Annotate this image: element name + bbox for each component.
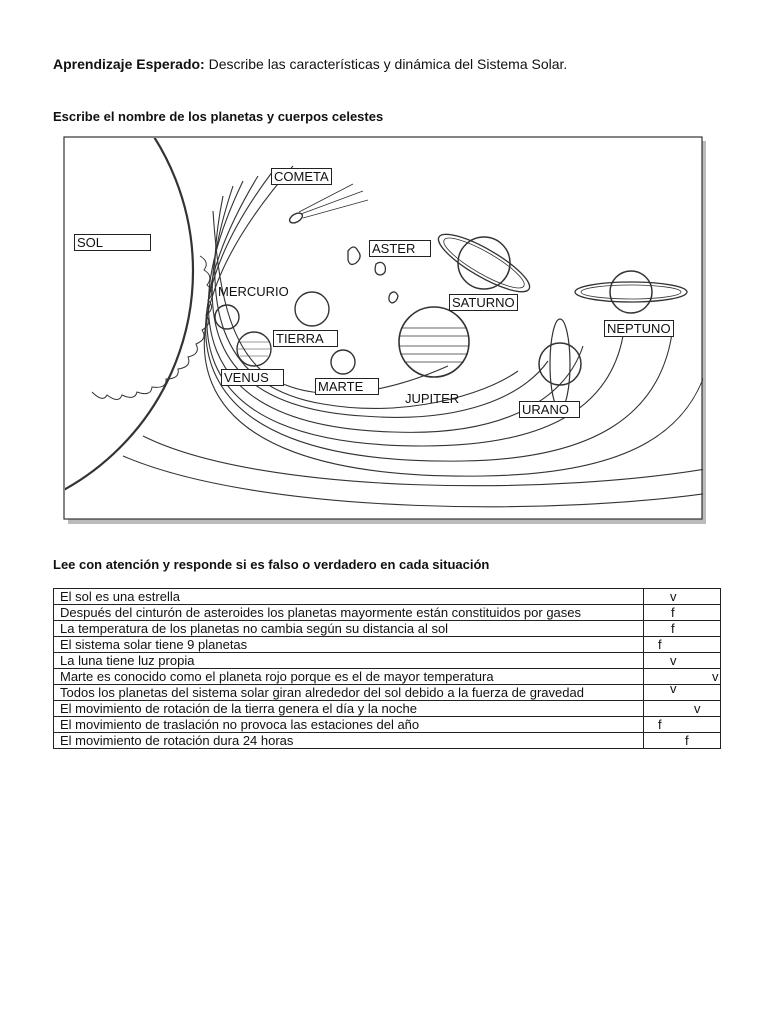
label-urano: URANO (519, 401, 580, 418)
comet-head (288, 212, 304, 224)
jupiter (398, 306, 470, 378)
answer-mark: f (658, 717, 662, 732)
comet-tail (298, 183, 369, 219)
table-row: El sol es una estrella v (53, 588, 721, 605)
label-saturno: SATURNO (449, 294, 518, 311)
earth (294, 291, 330, 327)
answer-cell: v (643, 700, 721, 717)
orbit-9 (122, 455, 703, 508)
orbit-6 (205, 170, 674, 462)
table-row: El movimiento de traslación no provoca l… (53, 716, 721, 733)
saturn-ring (437, 233, 531, 293)
statement-text: El sistema solar tiene 9 planetas (53, 636, 644, 653)
answer-cell: v (643, 668, 721, 685)
table-row: La luna tiene luz propia v (53, 652, 721, 669)
label-aster: ASTER (369, 240, 431, 257)
table-row: El sistema solar tiene 9 planetas f (53, 636, 721, 653)
asteroid-1 (347, 246, 361, 266)
answer-mark: f (658, 637, 662, 652)
answer-mark: v (670, 653, 677, 668)
answer-mark: v (670, 589, 677, 604)
asteroid-3 (388, 291, 399, 304)
uranus (538, 342, 582, 386)
table-row: Después del cinturón de asteroides los p… (53, 604, 721, 621)
answer-mark: v (712, 669, 719, 684)
answer-cell: v (643, 681, 721, 701)
statement-text: El sol es una estrella (53, 588, 644, 605)
label-neptuno: NEPTUNO (604, 320, 674, 337)
section-title-planets: Escribe el nombre de los planetas y cuer… (53, 109, 384, 124)
statement-text: Todos los planetas del sistema solar gir… (53, 684, 644, 701)
answer-mark: f (685, 733, 689, 748)
solar-system-diagram (63, 136, 706, 524)
answer-cell: f (643, 732, 721, 749)
answer-mark: f (671, 605, 675, 620)
table-row: El movimiento de rotación dura 24 horas … (53, 732, 721, 749)
label-jupiter: JUPITER (405, 391, 460, 406)
mars (330, 349, 356, 375)
answer-cell: v (643, 652, 721, 669)
answer-mark: f (671, 621, 675, 636)
orbit-4 (208, 180, 584, 433)
label-marte: MARTE (315, 378, 379, 395)
answer-cell: f (643, 636, 721, 653)
table-row: El movimiento de rotación de la tierra g… (53, 700, 721, 717)
orbit-8 (142, 435, 703, 487)
answer-cell: f (643, 716, 721, 733)
true-false-table: El sol es una estrella v Después del cin… (53, 588, 721, 749)
orbit-7 (203, 165, 703, 477)
answer-mark: v (694, 701, 701, 716)
answer-mark: v (670, 681, 677, 696)
label-sol: SOL (74, 234, 151, 251)
table-row: Marte es conocido como el planeta rojo p… (53, 668, 721, 685)
label-mercurio: MERCURIO (218, 284, 289, 299)
expected-learning-label: Aprendizaje Esperado: (53, 56, 205, 72)
statement-text: Después del cinturón de asteroides los p… (53, 604, 644, 621)
venus (236, 331, 272, 367)
section-title-true-false: Lee con atención y responde si es falso … (53, 557, 490, 572)
statement-text: El movimiento de traslación no provoca l… (53, 716, 644, 733)
orbit-5 (206, 175, 624, 447)
statement-text: El movimiento de rotación dura 24 horas (53, 732, 644, 749)
neptune (609, 270, 653, 314)
table-row: La temperatura de los planetas no cambia… (53, 620, 721, 637)
neptune-ring (574, 281, 688, 303)
table-row: Todos los planetas del sistema solar gir… (53, 681, 721, 701)
expected-learning: Aprendizaje Esperado: Describe las carac… (53, 56, 567, 72)
label-cometa: COMETA (271, 168, 332, 185)
answer-cell: f (643, 620, 721, 637)
expected-learning-text: Describe las características y dinámica … (208, 56, 568, 72)
answer-cell: v (643, 588, 721, 605)
mercury (214, 304, 240, 330)
answer-cell: f (643, 604, 721, 621)
statement-text: El movimiento de rotación de la tierra g… (53, 700, 644, 717)
statement-text: La temperatura de los planetas no cambia… (53, 620, 644, 637)
orbit-2 (214, 195, 519, 409)
label-venus: VENUS (221, 369, 284, 386)
sun-body (65, 138, 195, 491)
statement-text: Marte es conocido como el planeta rojo p… (53, 668, 644, 685)
label-tierra: TIERRA (273, 330, 338, 347)
statement-text: La luna tiene luz propia (53, 652, 644, 669)
asteroid-2 (374, 261, 387, 276)
